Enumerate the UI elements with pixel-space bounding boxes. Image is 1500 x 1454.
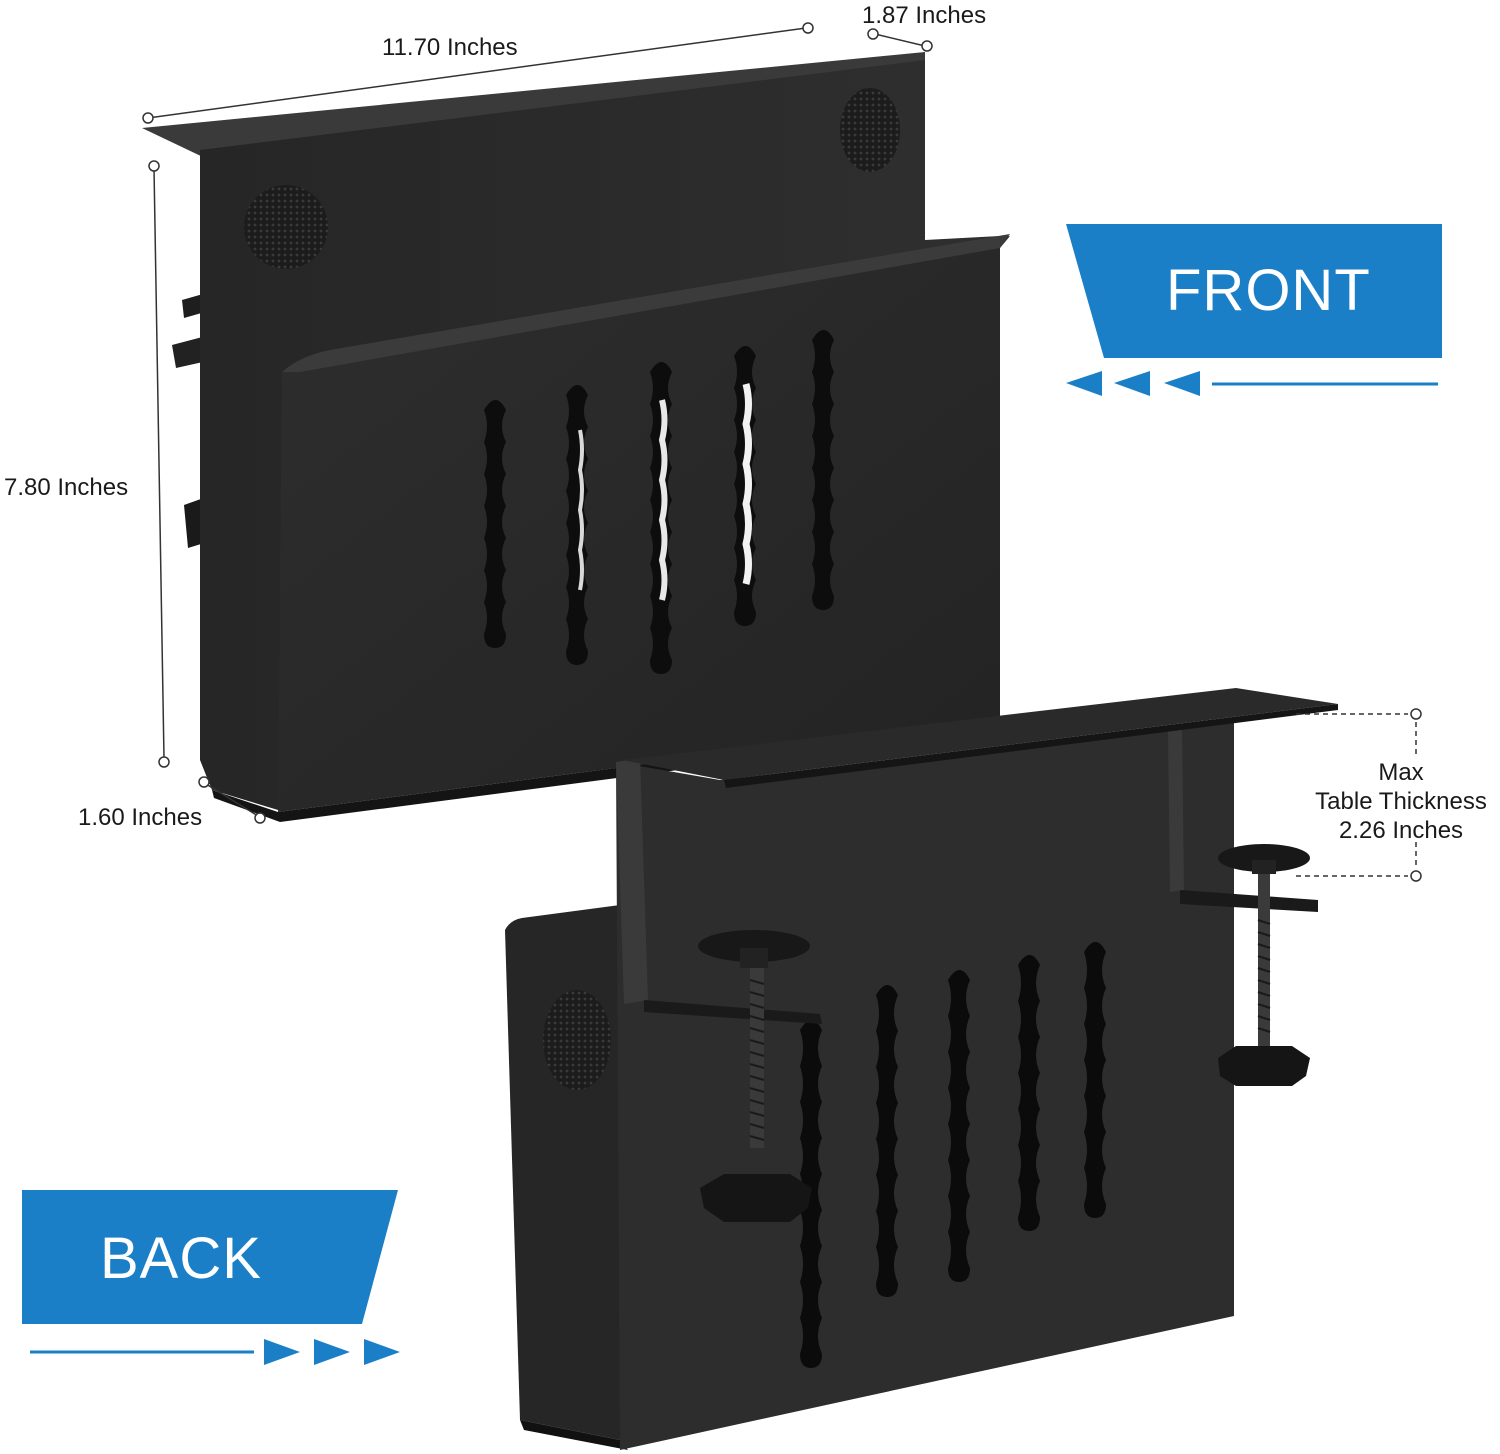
- thickness-line-3: 2.26 Inches: [1338, 817, 1464, 844]
- circle-endpoint-icon: [142, 112, 154, 124]
- back-vent-slots: [800, 942, 1106, 1368]
- hook-side: [1168, 728, 1184, 892]
- front-dimension-lines: [142, 22, 933, 824]
- circle-endpoint-icon: [254, 812, 266, 824]
- slot-highlight: [577, 429, 584, 591]
- rear-pocket-base: [520, 1420, 628, 1450]
- clamp-pad: [698, 930, 810, 962]
- triple-left-arrow-icon: [1066, 371, 1200, 396]
- width-dimension-line: [147, 27, 807, 119]
- depth-bottom-label: 1.60 Inches: [78, 804, 203, 831]
- clamp-knob: [1218, 1046, 1310, 1086]
- top-flange: [142, 52, 925, 158]
- left-clamp: [644, 930, 822, 1222]
- triple-right-arrow-icon: [264, 1339, 400, 1365]
- front-badge-label: FRONT: [1166, 258, 1371, 323]
- clamp-pad-stem: [1252, 860, 1276, 874]
- vent-slot: [876, 985, 898, 1297]
- clamp-pad: [1218, 844, 1310, 872]
- height-dimension-line: [153, 167, 165, 759]
- circle-endpoint-icon: [158, 756, 170, 768]
- slot-highlight: [658, 399, 668, 601]
- circle-endpoint-icon: [802, 22, 814, 34]
- table-thickness-label: Max Table Thickness 2.26 Inches: [1296, 758, 1500, 845]
- vent-slot: [566, 385, 588, 665]
- table-thickness-dimension: [1296, 708, 1422, 882]
- vent-slot: [948, 970, 970, 1282]
- circle-endpoint-icon: [867, 28, 879, 40]
- screw-thread: [749, 979, 765, 1141]
- depth-bottom-dimension-line: [205, 783, 259, 817]
- hook-side: [616, 758, 648, 1004]
- thickness-line-1: Max: [1378, 759, 1424, 786]
- front-view-organizer: [142, 52, 1010, 822]
- right-clamp: [1180, 844, 1318, 1086]
- front-badge: [1066, 224, 1442, 396]
- clamp-pad-stem: [740, 948, 768, 968]
- velcro-pad: [244, 185, 328, 269]
- clamp-knob: [700, 1174, 812, 1222]
- top-shelf-plate: [622, 688, 1338, 780]
- vent-slot: [1084, 942, 1106, 1218]
- vent-slot: [800, 1020, 822, 1368]
- thickness-line-2: Table Thickness: [1315, 788, 1487, 815]
- front-pocket-lip: [282, 234, 1010, 372]
- back-view-organizer: [505, 688, 1338, 1450]
- back-main-panel: [616, 722, 1234, 1450]
- depth-top-label: 1.87 Inches: [862, 2, 987, 29]
- circle-endpoint-icon: [1410, 870, 1422, 882]
- vent-slot: [1018, 955, 1040, 1231]
- velcro-pad: [543, 990, 611, 1090]
- rear-pocket-panel: [505, 905, 620, 1440]
- vent-slot: [812, 330, 834, 610]
- circle-endpoint-icon: [1410, 708, 1422, 720]
- back-badge-label: BACK: [100, 1226, 262, 1291]
- top-shelf-edge: [724, 704, 1338, 788]
- front-badge-shape: [1066, 224, 1442, 358]
- slot-highlight: [742, 383, 752, 585]
- vent-slot: [484, 400, 506, 648]
- circle-endpoint-icon: [198, 776, 210, 788]
- velcro-pad: [840, 88, 900, 172]
- circle-endpoint-icon: [148, 160, 160, 172]
- depth-top-dimension-line: [874, 33, 926, 47]
- circle-endpoint-icon: [921, 40, 933, 52]
- clamp-arm: [644, 1000, 822, 1024]
- height-label: 7.80 Inches: [4, 474, 129, 501]
- back-badge-shape: [22, 1190, 398, 1324]
- width-label: 11.70 Inches: [382, 34, 518, 61]
- clamp-arm: [1180, 890, 1318, 912]
- back-badge: [22, 1190, 400, 1365]
- screw-thread: [1257, 919, 1271, 1033]
